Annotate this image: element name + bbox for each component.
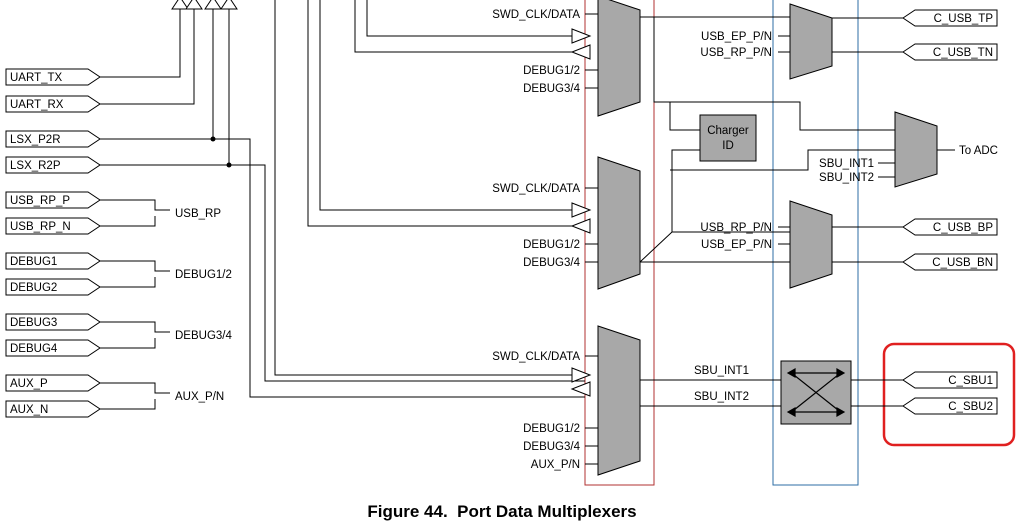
right-port-tags — [902, 9, 998, 415]
port-c-sbu2: C_SBU2 — [948, 401, 993, 413]
adc-mux — [894, 111, 938, 188]
m1-debug34-label: DEBUG3/4 — [523, 83, 580, 95]
middle-wiring — [639, 16, 895, 407]
port-debug4: DEBUG4 — [10, 343, 58, 355]
mux-middle — [597, 156, 641, 290]
port-usb-rp-p: USB_RP_P — [10, 195, 70, 207]
usb-top-ep-label: USB_EP_P/N — [701, 31, 772, 43]
usb-bot-rp-label: USB_RP_P/N — [700, 222, 772, 234]
usb-mux-input-stubs — [778, 35, 790, 245]
port-debug3: DEBUG3 — [10, 317, 57, 329]
charger-label-line2: ID — [722, 140, 734, 152]
m1-swd-label: SWD_CLK/DATA — [492, 9, 580, 21]
port-usb-rp-n: USB_RP_N — [10, 221, 71, 233]
charger-id-block — [699, 114, 757, 162]
adc-output-label: To ADC — [959, 145, 998, 157]
usb-mux-bottom — [789, 200, 833, 289]
port-uart-tx: UART_TX — [10, 72, 63, 84]
usb-mux-top — [789, 3, 833, 80]
adc-in2-label: SBU_INT2 — [819, 172, 874, 184]
m3-debug12-label: DEBUG1/2 — [523, 423, 580, 435]
pair-label-usb-rp: USB_RP — [175, 208, 221, 220]
port-debug2: DEBUG2 — [10, 282, 57, 294]
crossbar-arrows — [786, 367, 846, 418]
port-c-usb-tn: C_USB_TN — [933, 47, 993, 59]
figure-caption: Figure 44. Port Data Multiplexers — [367, 502, 636, 521]
port-c-usb-bp: C_USB_BP — [933, 222, 993, 234]
left-port-tags — [5, 68, 101, 418]
adc-wiring — [878, 149, 955, 178]
port-c-usb-bn: C_USB_BN — [932, 257, 993, 269]
usb-top-rp-label: USB_RP_P/N — [700, 47, 772, 59]
port-debug1: DEBUG1 — [10, 256, 57, 268]
charger-label-line1: Charger — [707, 125, 749, 137]
port-aux-n: AUX_N — [10, 404, 48, 416]
mux-buffer-triangles — [570, 28, 592, 397]
sbu-int2-label: SBU_INT2 — [694, 391, 749, 403]
right-wiring — [832, 17, 903, 407]
m3-debug34-label: DEBUG3/4 — [523, 441, 580, 453]
m2-debug12-label: DEBUG1/2 — [523, 239, 580, 251]
usb-bot-ep-label: USB_EP_P/N — [701, 239, 772, 251]
junction-dots — [210, 136, 232, 168]
m3-swd-label: SWD_CLK/DATA — [492, 351, 580, 363]
port-lsx-r2p: LSX_R2P — [10, 160, 61, 172]
port-c-sbu1: C_SBU1 — [948, 375, 993, 387]
m2-swd-label: SWD_CLK/DATA — [492, 183, 580, 195]
port-lsx-p2r: LSX_P2R — [10, 134, 61, 146]
port-aux-p: AUX_P — [10, 378, 48, 390]
pair-label-debug34: DEBUG3/4 — [175, 330, 232, 342]
mux-lower — [597, 325, 641, 476]
port-c-usb-tp: C_USB_TP — [934, 13, 994, 25]
top-buffer-triangles — [171, 0, 238, 10]
m3-aux-label: AUX_P/N — [531, 459, 580, 471]
pair-label-debug12: DEBUG1/2 — [175, 269, 232, 281]
adc-in1-label: SBU_INT1 — [819, 158, 874, 170]
left-wiring — [100, 0, 598, 465]
blue-mux-frame — [772, 0, 859, 486]
sbu-highlight-box — [882, 342, 1016, 447]
m2-debug34-label: DEBUG3/4 — [523, 257, 580, 269]
port-uart-rx: UART_RX — [10, 99, 64, 111]
red-mux-frame — [584, 0, 655, 486]
m1-debug12-label: DEBUG1/2 — [523, 65, 580, 77]
sbu-int1-label: SBU_INT1 — [694, 365, 749, 377]
mux-upper — [597, 0, 641, 117]
pair-label-aux-pn: AUX_P/N — [175, 391, 224, 403]
